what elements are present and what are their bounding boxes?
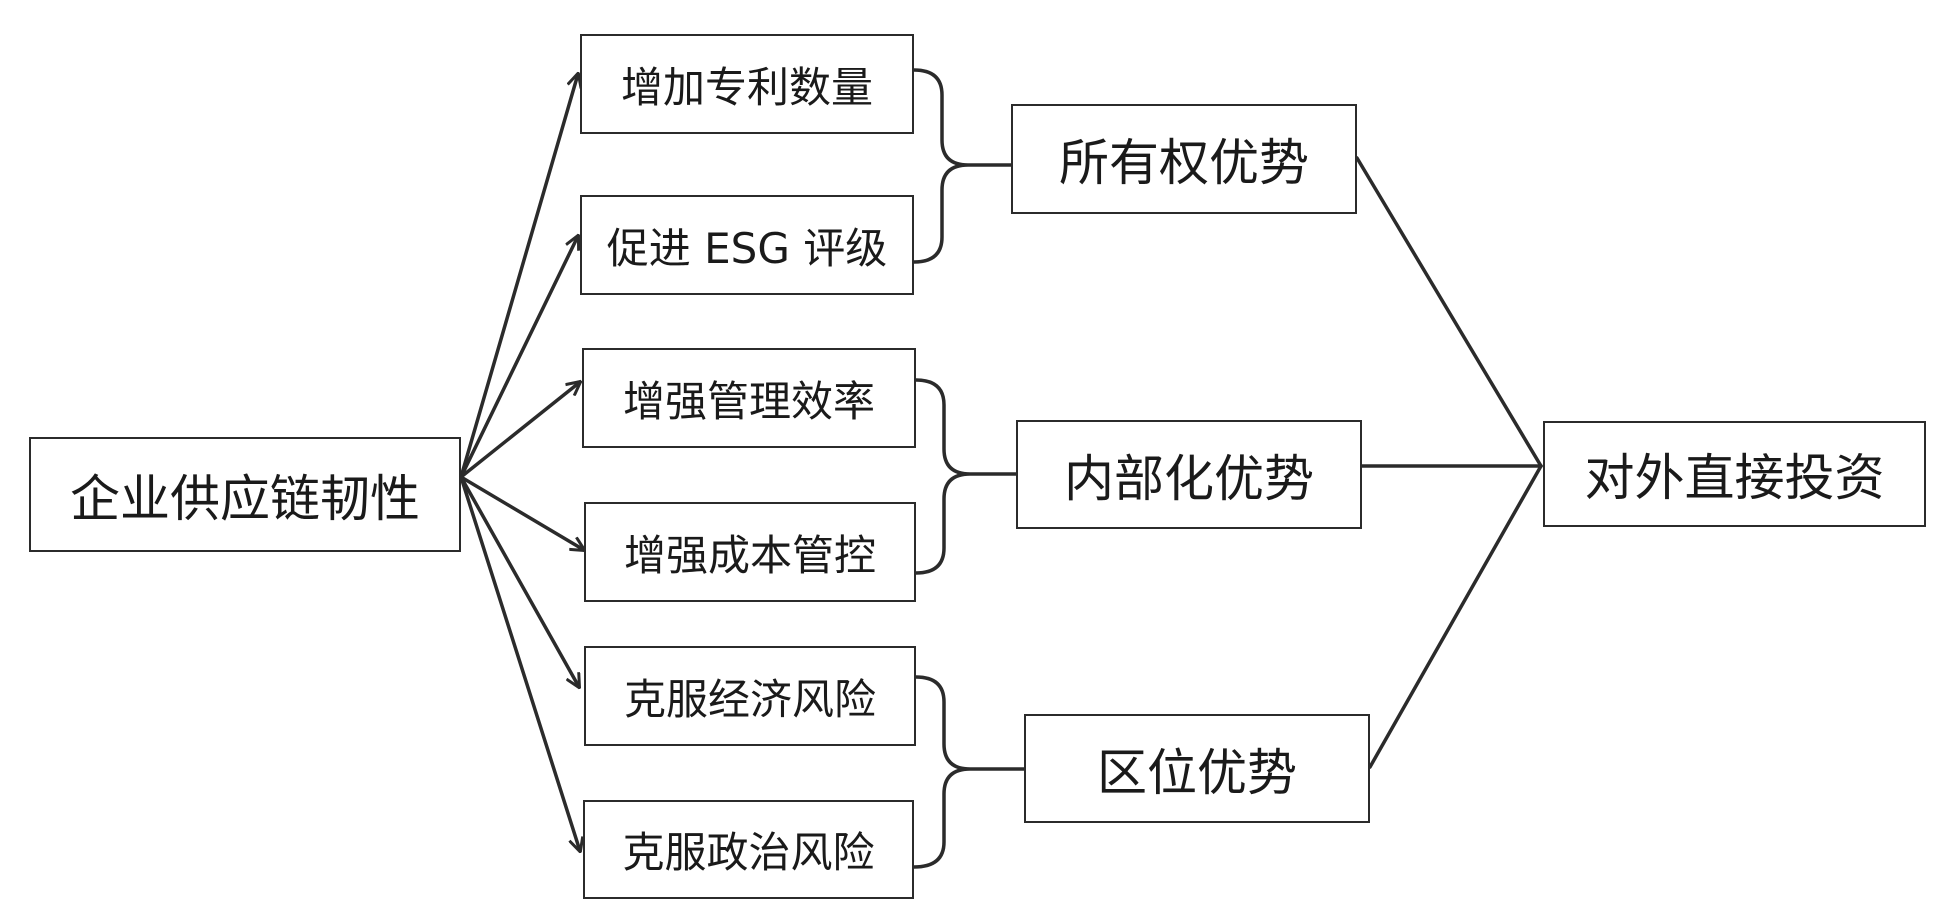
mechanism-label: 增强成本管控 [623,530,876,580]
source-label: 企业供应链韧性 [70,469,420,528]
mechanism-node-economic-risk: 克服经济风险 [584,646,916,746]
mechanism-label: 克服政治风险 [622,828,875,877]
advantage-label: 内部化优势 [1064,449,1314,508]
arrow-to-cost [459,475,584,550]
arrow-to-mgmt [459,382,580,479]
mechanism-label: 增加专利数量 [620,62,873,112]
advantage-node-location: 区位优势 [1024,714,1370,823]
arrow-to-econ [459,475,579,687]
mechanism-label: 克服经济风险 [623,674,876,724]
mechanism-node-cost: 增强成本管控 [584,502,916,602]
mechanism-node-patent: 增加专利数量 [580,34,914,134]
line-location-to-target [1368,464,1543,769]
source-node: 企业供应链韧性 [29,437,461,552]
arrow-to-pol [459,475,580,851]
arrow-to-patent [459,74,578,479]
advantage-node-ownership: 所有权优势 [1011,104,1357,214]
mechanism-node-political-risk: 克服政治风险 [583,800,914,899]
mechanism-label: 促进 ESG 评级 [606,223,888,273]
advantage-label: 区位优势 [1097,743,1297,802]
advantage-label: 所有权优势 [1059,134,1309,192]
brace-ownership [912,68,1013,264]
line-ownership-to-target [1355,156,1543,468]
brace-internalization [914,378,1018,575]
arrow-to-esg [459,236,578,479]
brace-location [912,675,1026,869]
target-label: 对外直接投资 [1584,449,1885,507]
mechanism-label: 增强管理效率 [622,376,875,426]
mechanism-node-management: 增强管理效率 [582,348,916,448]
mechanism-node-esg: 促进 ESG 评级 [580,195,914,295]
advantage-node-internalization: 内部化优势 [1016,420,1362,529]
target-node: 对外直接投资 [1543,421,1926,527]
